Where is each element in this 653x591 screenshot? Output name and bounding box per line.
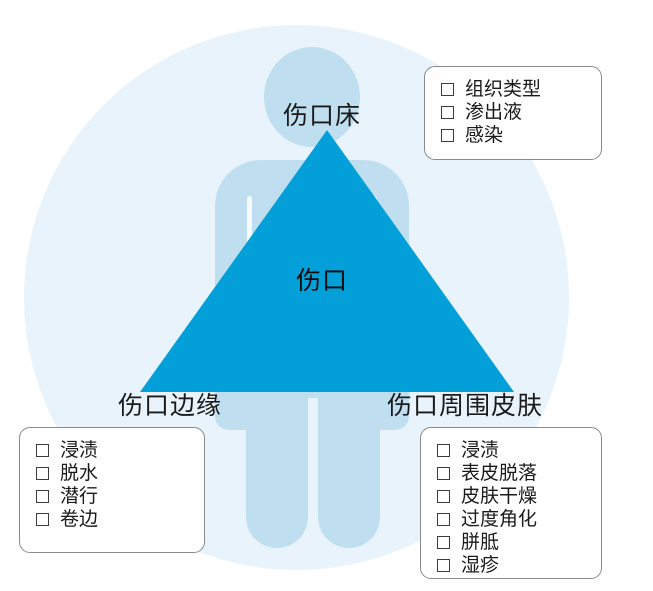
- checklist-item-label: 浸渍: [461, 439, 500, 461]
- checklist-item-label: 卷边: [60, 508, 99, 530]
- checklist-item-label: 胼胝: [461, 531, 500, 553]
- checklist-item[interactable]: 皮肤干燥: [437, 485, 587, 507]
- checkbox-icon[interactable]: [441, 105, 454, 119]
- checklist-item[interactable]: 渗出液: [441, 101, 587, 123]
- checkbox-icon[interactable]: [441, 82, 454, 96]
- checklist-wound-edge: 浸渍 脱水 潜行 卷边: [19, 427, 205, 553]
- checklist-item[interactable]: 表皮脱落: [437, 462, 587, 484]
- checklist-wound-bed: 组织类型 渗出液 感染: [424, 66, 602, 160]
- checklist-item-label: 潜行: [60, 485, 99, 507]
- node-label-periwound-skin: 伤口周围皮肤: [387, 391, 544, 420]
- node-label-wound-bed: 伤口床: [283, 101, 362, 130]
- checkbox-icon[interactable]: [441, 128, 454, 142]
- node-label-wound-edge: 伤口边缘: [118, 391, 223, 420]
- checkbox-icon[interactable]: [437, 466, 450, 480]
- checklist-item[interactable]: 浸渍: [437, 439, 587, 461]
- checklist-item-label: 表皮脱落: [461, 462, 538, 484]
- checkbox-icon[interactable]: [437, 558, 450, 572]
- checklist-item[interactable]: 胼胝: [437, 531, 587, 553]
- checkbox-icon[interactable]: [437, 535, 450, 549]
- checkbox-icon[interactable]: [36, 443, 49, 457]
- figure-right-leg: [318, 400, 380, 548]
- checklist-item-label: 浸渍: [60, 439, 99, 461]
- wound-triangle: [140, 130, 514, 392]
- checklist-item-label: 脱水: [60, 462, 99, 484]
- checklist-item-label: 过度角化: [461, 508, 538, 530]
- checklist-item[interactable]: 组织类型: [441, 78, 587, 100]
- checkbox-icon[interactable]: [437, 512, 450, 526]
- checklist-item-label: 感染: [465, 124, 504, 146]
- checkbox-icon[interactable]: [437, 443, 450, 457]
- checklist-item[interactable]: 过度角化: [437, 508, 587, 530]
- figure-head: [264, 47, 360, 147]
- checklist-item-label: 组织类型: [465, 78, 542, 100]
- checklist-item[interactable]: 感染: [441, 124, 587, 146]
- triangle-center-label: 伤口: [296, 266, 349, 295]
- checklist-item-label: 湿疹: [461, 554, 500, 576]
- checkbox-icon[interactable]: [36, 489, 49, 503]
- figure-leg-separator: [308, 398, 318, 550]
- checklist-item-label: 渗出液: [465, 101, 523, 123]
- checkbox-icon[interactable]: [36, 466, 49, 480]
- checklist-item-label: 皮肤干燥: [461, 485, 538, 507]
- checkbox-icon[interactable]: [36, 512, 49, 526]
- checklist-item[interactable]: 脱水: [36, 462, 190, 484]
- checklist-item[interactable]: 湿疹: [437, 554, 587, 576]
- checklist-item[interactable]: 浸渍: [36, 439, 190, 461]
- checklist-item[interactable]: 卷边: [36, 508, 190, 530]
- checkbox-icon[interactable]: [437, 489, 450, 503]
- figure-left-leg: [246, 400, 308, 548]
- checklist-periwound-skin: 浸渍 表皮脱落 皮肤干燥 过度角化 胼胝 湿疹: [420, 427, 602, 579]
- checklist-item[interactable]: 潜行: [36, 485, 190, 507]
